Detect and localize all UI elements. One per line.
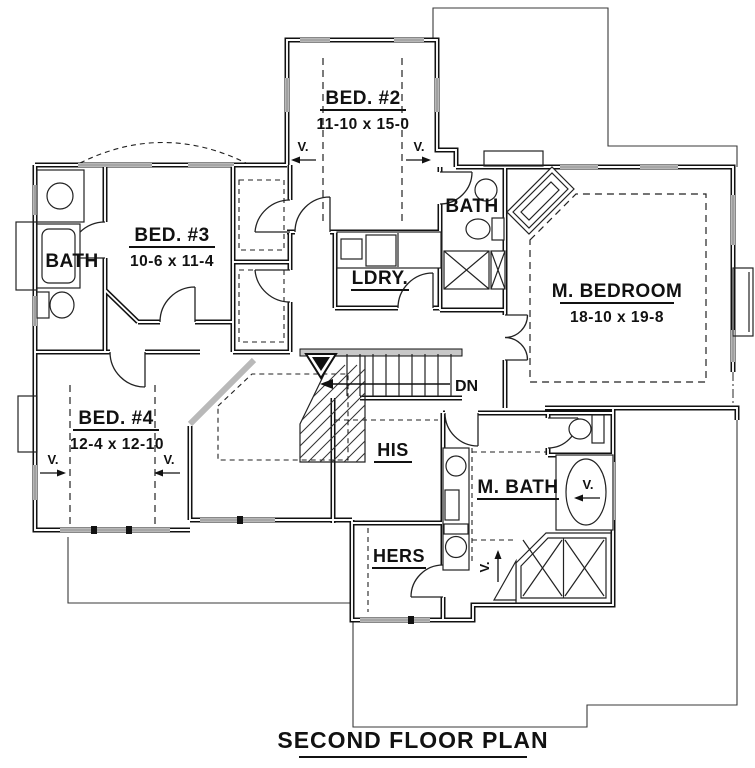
winder-treads <box>300 364 365 462</box>
svg-text:M. BATH: M. BATH <box>477 477 558 498</box>
washer-fixture <box>365 234 397 267</box>
toilet-tank <box>443 523 469 535</box>
linen-x <box>490 250 506 290</box>
room-label-hers-closet: HERS <box>372 546 426 569</box>
toilet-tank <box>36 291 50 319</box>
sink-fixture <box>46 182 74 210</box>
vanity-cabinet <box>444 489 460 521</box>
sink-fixture <box>445 455 467 477</box>
door-arc <box>254 269 291 303</box>
vault-marker: V. <box>477 550 502 582</box>
down-label: DN <box>455 378 478 395</box>
room-label-bath-left: BATH <box>45 251 98 272</box>
bed2-vault-dash <box>322 58 403 226</box>
room-label-master-bath: M. BATH <box>477 477 559 500</box>
door-arc <box>397 272 434 309</box>
svg-text:11-10 x 15-0: 11-10 x 15-0 <box>316 116 409 133</box>
svg-text:BED. #2: BED. #2 <box>325 88 400 109</box>
stair-start-marker-inner <box>312 357 330 371</box>
plan-title: SECOND FLOOR PLAN <box>277 727 548 758</box>
oval-tub-fixture <box>565 458 607 526</box>
door-arc <box>439 171 473 205</box>
room-label-his-closet: HIS <box>374 440 412 463</box>
toilet-fixture <box>465 218 491 240</box>
roof-outline <box>67 7 738 728</box>
fireplace <box>506 166 575 235</box>
toilet-tank <box>591 414 605 444</box>
down-arrowhead <box>320 379 333 389</box>
toilet-fixture <box>444 535 468 559</box>
vault-marker: V. <box>40 452 66 477</box>
room-label-bed2: BED. #2 11-10 x 15-0 <box>316 88 409 133</box>
arch-line <box>79 141 247 164</box>
stair-rail-wall <box>299 348 463 357</box>
angled-rail-wall <box>187 357 257 427</box>
toilet-fixture <box>49 291 75 319</box>
door-arc <box>410 564 444 598</box>
svg-text:LDRY.: LDRY. <box>352 268 409 289</box>
room-label-bath-center: BATH <box>445 196 498 217</box>
toilet-tank <box>491 217 505 241</box>
mbath-ceiling-dash <box>471 448 546 565</box>
svg-text:BATH: BATH <box>45 251 98 272</box>
svg-text:BED. #4: BED. #4 <box>78 408 153 429</box>
svg-text:V.: V. <box>297 139 308 154</box>
chimney-box <box>483 150 544 167</box>
fixtures <box>36 166 614 604</box>
door-arc <box>294 196 331 233</box>
toilet-fixture <box>568 418 592 440</box>
svg-text:18-10 x 19-8: 18-10 x 19-8 <box>570 309 664 326</box>
windows <box>33 38 735 624</box>
svg-text:V.: V. <box>477 561 492 572</box>
svg-text:BED. #3: BED. #3 <box>134 225 209 246</box>
open-below-railing <box>217 373 349 461</box>
laundry-sink <box>340 238 363 260</box>
master-ceiling-dash <box>529 193 707 383</box>
shower-x <box>522 538 605 598</box>
shower-x <box>443 250 490 290</box>
down-annotation: DN <box>320 378 478 395</box>
door-arc <box>254 199 291 233</box>
vault-marker: V. <box>574 477 600 502</box>
svg-text:V.: V. <box>47 452 58 467</box>
corner-shower-inner <box>520 537 607 599</box>
room-label-laundry: LDRY. <box>351 268 409 291</box>
room-label-bed4: BED. #4 12-4 x 12-10 <box>70 408 164 453</box>
vault-marker: V. <box>406 139 431 164</box>
doors <box>68 171 579 598</box>
double-door-arc <box>504 336 529 361</box>
svg-text:V.: V. <box>413 139 424 154</box>
svg-text:M. BEDROOM: M. BEDROOM <box>552 281 683 302</box>
svg-text:12-4 x 12-10: 12-4 x 12-10 <box>70 436 164 453</box>
room-labels: BED. #2 11-10 x 15-0 BED. #3 10-6 x 11-4… <box>45 88 683 569</box>
vault-marker: V. <box>154 452 180 477</box>
door-arc <box>159 286 196 323</box>
bay-window <box>732 267 754 337</box>
room-label-master-bedroom: M. BEDROOM 18-10 x 19-8 <box>552 281 683 326</box>
vault-markers: V. V. V. V. V. V. <box>40 139 600 582</box>
door-arc <box>444 412 479 447</box>
vault-marker: V. <box>291 139 316 164</box>
stairs <box>299 353 452 463</box>
svg-text:HIS: HIS <box>377 440 409 460</box>
bathtub-inner <box>41 228 76 284</box>
shower-door-fan <box>492 558 517 601</box>
room-label-bed3: BED. #3 10-6 x 11-4 <box>129 225 215 270</box>
door-arc <box>109 351 146 388</box>
svg-text:V.: V. <box>163 452 174 467</box>
closet-shelf-dash <box>238 179 285 251</box>
svg-text:V.: V. <box>582 477 593 492</box>
svg-text:BATH: BATH <box>445 196 498 217</box>
svg-text:HERS: HERS <box>373 546 425 566</box>
page-title: SECOND FLOOR PLAN <box>277 727 548 753</box>
sink-fixture <box>474 178 498 202</box>
svg-text:10-6 x 11-4: 10-6 x 11-4 <box>130 253 214 270</box>
